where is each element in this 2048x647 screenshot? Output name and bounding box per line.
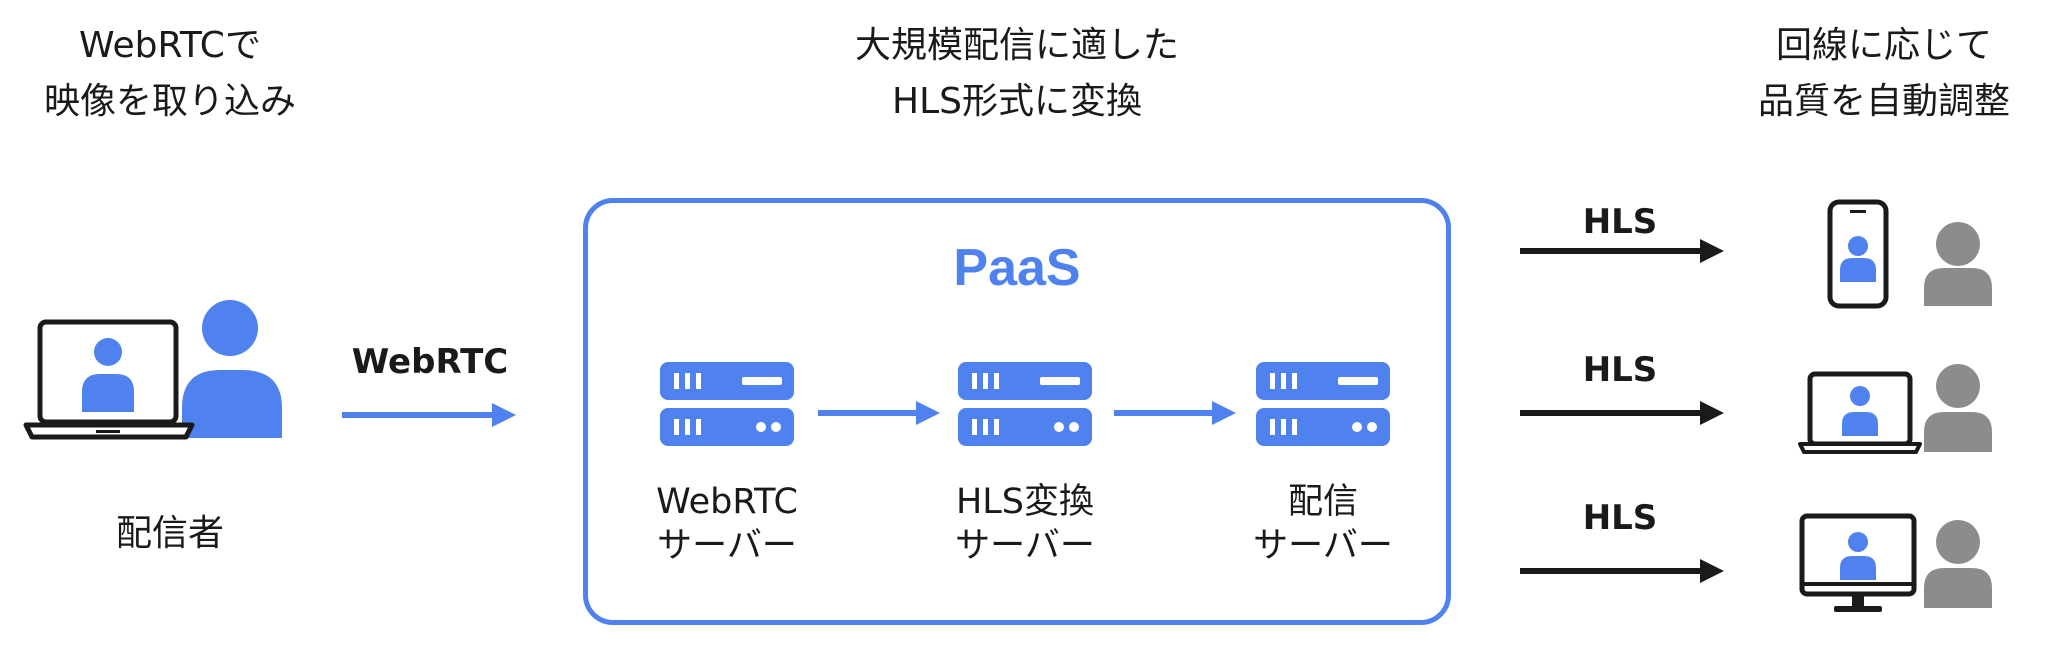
server-label-webrtc: WebRTC サーバー bbox=[597, 480, 857, 568]
desktop-monitor-icon bbox=[1799, 513, 1917, 612]
hls-label-1: HLS bbox=[1582, 202, 1658, 242]
paas-title: PaaS bbox=[953, 239, 1081, 297]
caption-convert-line1: 大規模配信に適した bbox=[854, 25, 1179, 66]
caption-ingest-line1: WebRTCで bbox=[79, 25, 261, 66]
hls-arrow-1 bbox=[1520, 239, 1724, 263]
arrow-webrtc-to-hls bbox=[818, 401, 940, 425]
server-label-hls-line2: サーバー bbox=[955, 526, 1095, 566]
caption-adjust-line1: 回線に応じて bbox=[1775, 25, 1992, 66]
viewer-desktop bbox=[1799, 513, 1992, 612]
broadcaster-label: 配信者 bbox=[115, 513, 224, 554]
broadcaster-person-head bbox=[202, 300, 258, 356]
caption-ingest-line2: 映像を取り込み bbox=[43, 81, 296, 122]
paas-container bbox=[583, 198, 1451, 625]
webrtc-server-icon bbox=[660, 362, 794, 446]
hls-label-2: HLS bbox=[1582, 350, 1658, 390]
caption-convert: 大規模配信に適した HLS形式に変換 bbox=[800, 18, 1234, 130]
hls-conversion-server-icon bbox=[958, 362, 1092, 446]
laptop-icon bbox=[23, 319, 195, 440]
webrtc-arrow bbox=[342, 403, 516, 427]
server-label-delivery-line1: 配信 bbox=[1287, 482, 1358, 522]
webrtc-arrow-label: WebRTC bbox=[351, 342, 509, 382]
viewer-person-icon bbox=[1924, 364, 1992, 452]
arrow-hls-to-delivery bbox=[1114, 401, 1236, 425]
smartphone-icon bbox=[1827, 199, 1889, 309]
server-label-hls-line1: HLS変換 bbox=[955, 482, 1095, 522]
caption-adjust-line2: 品質を自動調整 bbox=[1757, 81, 2010, 122]
broadcaster-icon bbox=[23, 300, 282, 440]
viewer-person-icon bbox=[1924, 520, 1992, 608]
viewer-laptop bbox=[1798, 364, 1992, 454]
caption-ingest: WebRTCで 映像を取り込み bbox=[0, 18, 340, 130]
server-label-webrtc-line1: WebRTC bbox=[656, 482, 798, 522]
hls-arrow-2 bbox=[1520, 401, 1724, 425]
server-label-delivery: 配信 サーバー bbox=[1193, 480, 1453, 568]
hls-arrow-3 bbox=[1520, 559, 1724, 583]
delivery-server-icon bbox=[1256, 362, 1390, 446]
hls-label-3: HLS bbox=[1582, 498, 1658, 538]
server-label-webrtc-line2: サーバー bbox=[657, 526, 797, 566]
viewer-smartphone bbox=[1827, 199, 1992, 309]
viewer-person-icon bbox=[1924, 222, 1992, 306]
laptop-icon bbox=[1798, 371, 1922, 454]
caption-convert-line2: HLS形式に変換 bbox=[892, 81, 1142, 122]
broadcaster-person-body bbox=[182, 370, 282, 438]
server-label-delivery-line2: サーバー bbox=[1253, 526, 1393, 566]
server-label-hls: HLS変換 サーバー bbox=[895, 480, 1155, 568]
caption-adjust: 回線に応じて 品質を自動調整 bbox=[1720, 18, 2048, 130]
